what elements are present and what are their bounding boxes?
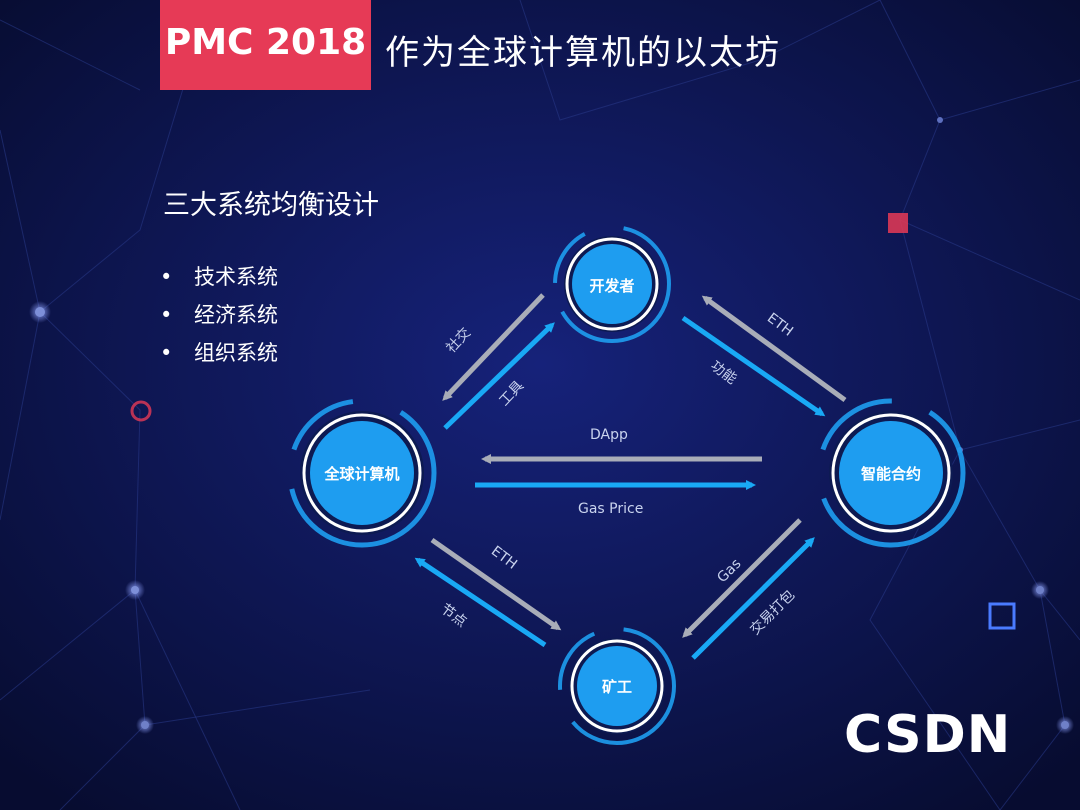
bullet-text: 经济系统 (194, 303, 278, 327)
arrow-social (442, 293, 545, 401)
node-global-computer (287, 398, 437, 548)
decor-red-ring (130, 400, 152, 422)
bullet-marker: • (160, 341, 173, 365)
edge-label-gas-price: Gas Price (578, 501, 644, 517)
csdn-logo: CSDN (844, 705, 1012, 765)
arrow-packaging (691, 537, 815, 660)
bullet-marker: • (160, 265, 173, 289)
list-item: • 组织系统 (160, 334, 278, 372)
arrow-node (414, 557, 547, 648)
event-badge-label: PMC 2018 (164, 22, 367, 63)
arrow-tools (443, 322, 555, 430)
bullet-text: 技术系统 (194, 265, 278, 289)
arrow-eth-bottom (430, 537, 562, 631)
node-miner (558, 627, 676, 745)
bullet-list: • 技术系统 • 经济系统 • 组织系统 (160, 258, 278, 372)
list-item: • 经济系统 (160, 296, 278, 334)
bullet-text: 组织系统 (194, 341, 278, 365)
node-label-miner: 矿工 (601, 678, 632, 696)
arrow-gas (682, 518, 802, 638)
node-smart-contract (816, 398, 966, 548)
node-label-smart-contract: 智能合约 (860, 465, 921, 483)
node-label-global-computer: 全球计算机 (324, 465, 400, 483)
section-subtitle: 三大系统均衡设计 (163, 190, 379, 221)
decor-blue-square (988, 602, 1016, 630)
page-title: 作为全球计算机的以太坊 (385, 33, 781, 73)
arrow-eth-top (701, 295, 847, 403)
list-item: • 技术系统 (160, 258, 278, 296)
mesh-nodes (29, 117, 1074, 734)
node-label-developer: 开发者 (589, 277, 635, 295)
edge-label-dapp: DApp (590, 427, 628, 443)
arrow-function (681, 315, 826, 417)
decor-red-square (888, 213, 908, 233)
event-badge: PMC 2018 (160, 0, 371, 90)
bullet-marker: • (160, 303, 173, 327)
node-developer (553, 225, 671, 343)
